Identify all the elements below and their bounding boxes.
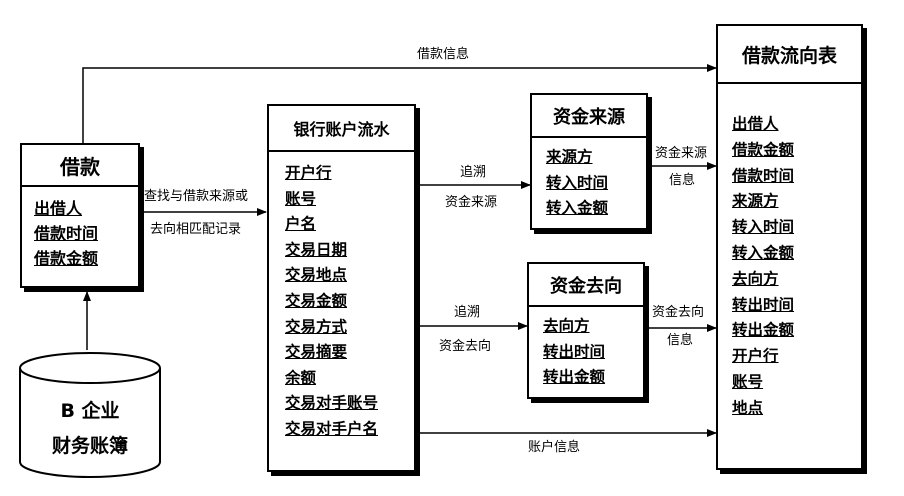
flow-field: 转入时间 — [732, 218, 795, 237]
source-field-list: 来源方 转入时间 转入金额 — [532, 138, 646, 222]
loan-flow-table-box: 借款流向表 出借人 借款金额 借款时间 来源方 转入时间 转入金额 去向方 转出… — [716, 24, 863, 470]
database-label: B 企业 财务账簿 — [30, 396, 150, 458]
loan-entity-box: 借款 出借人 借款时间 借款金额 — [20, 143, 140, 288]
loan-flow-table-title: 借款流向表 — [718, 26, 861, 84]
database-line1: B 企业 — [60, 400, 120, 422]
loan-field-list: 出借人 借款时间 借款金额 — [22, 187, 138, 271]
flow-field: 开户行 — [732, 347, 779, 366]
loan-entity-title: 借款 — [22, 145, 138, 187]
label-trace-dest-2: 资金去向 — [439, 339, 492, 354]
flow-field: 借款时间 — [732, 166, 795, 185]
fund-source-title: 资金来源 — [532, 95, 646, 138]
flow-field: 借款金额 — [732, 140, 795, 159]
dest-field: 去向方 — [543, 317, 590, 335]
bank-field: 交易金额 — [285, 291, 348, 310]
label-source-info-1: 资金来源 — [655, 146, 708, 161]
bank-field: 户名 — [285, 215, 317, 234]
bank-field: 余额 — [285, 368, 317, 387]
label-trace-source-1: 追溯 — [460, 165, 487, 180]
label-trace-dest-1: 追溯 — [454, 305, 481, 320]
flow-field: 转入金额 — [732, 243, 795, 262]
flow-field: 出借人 — [732, 115, 779, 133]
dest-field-list: 去向方 转出时间 转出金额 — [529, 307, 643, 391]
label-trace-source-2: 资金来源 — [445, 195, 498, 210]
label-dest-info-2: 信息 — [667, 333, 694, 348]
source-field: 转入时间 — [546, 173, 609, 192]
flow-field: 转出时间 — [732, 295, 795, 314]
dest-field: 转出金额 — [543, 368, 606, 386]
flow-field: 账号 — [732, 372, 764, 391]
database-line2: 财务账簿 — [51, 435, 128, 457]
bank-field: 交易对手账号 — [285, 394, 379, 413]
bank-field: 交易对手户名 — [285, 419, 379, 438]
flow-field: 去向方 — [732, 269, 779, 288]
database-cylinder — [19, 352, 161, 478]
arrow-loan-info — [82, 64, 717, 143]
bank-field: 开户行 — [285, 164, 332, 182]
flow-field: 地点 — [732, 398, 764, 417]
label-dest-info-1: 资金去向 — [652, 305, 705, 320]
loan-field: 借款金额 — [34, 249, 99, 268]
bank-statement-title: 银行账户流水 — [269, 106, 414, 152]
loan-field: 借款时间 — [34, 224, 99, 243]
fund-destination-title: 资金去向 — [529, 264, 643, 307]
label-loan-info: 借款信息 — [417, 47, 470, 62]
label-account-info: 账户信息 — [528, 440, 581, 455]
label-match-line2: 去向相匹配记录 — [150, 222, 242, 237]
source-field: 转入金额 — [546, 199, 609, 217]
fund-destination-box: 资金去向 去向方 转出时间 转出金额 — [527, 262, 645, 399]
bank-field-list: 开户行 账号 户名 交易日期 交易地点 交易金额 交易方式 交易摘要 余额 交易… — [269, 152, 414, 443]
bank-field: 账号 — [285, 189, 317, 208]
label-match-line1: 查找与借款来源或 — [144, 189, 249, 204]
flow-field: 转出金额 — [732, 321, 795, 340]
bank-statement-box: 银行账户流水 开户行 账号 户名 交易日期 交易地点 交易金额 交易方式 交易摘… — [267, 104, 416, 472]
bank-field: 交易方式 — [285, 317, 348, 336]
bank-field: 交易摘要 — [285, 343, 348, 362]
label-source-info-2: 信息 — [669, 173, 696, 188]
bank-field: 交易日期 — [285, 240, 348, 259]
loan-field: 出借人 — [34, 199, 83, 218]
fund-source-box: 资金来源 来源方 转入时间 转入金额 — [530, 93, 648, 230]
bank-field: 交易地点 — [285, 266, 348, 285]
flow-field-list: 出借人 借款金额 借款时间 来源方 转入时间 转入金额 去向方 转出时间 转出金… — [718, 84, 861, 422]
source-field: 来源方 — [546, 148, 593, 166]
dest-field: 转出时间 — [543, 342, 606, 361]
flow-field: 来源方 — [732, 192, 779, 211]
